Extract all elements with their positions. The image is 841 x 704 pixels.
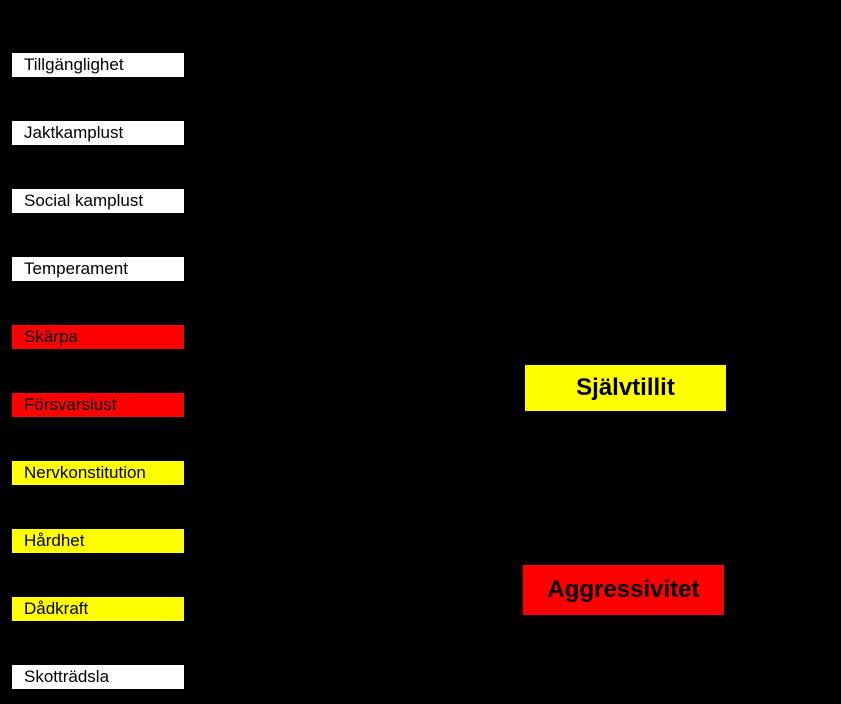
summary-label: Självtillit	[576, 374, 675, 401]
trait-box-forsvarslust: Försvarslust	[12, 393, 184, 417]
trait-box-dadkraft: Dådkraft	[12, 597, 184, 621]
trait-label: Skotträdsla	[24, 667, 110, 686]
trait-box-social-kamplust: Social kamplust	[12, 189, 184, 213]
trait-label: Jaktkamplust	[24, 123, 124, 142]
summary-box-sjalvtillit: Självtillit	[525, 365, 726, 411]
trait-box-jaktkamplust: Jaktkamplust	[12, 121, 184, 145]
trait-label: Nervkonstitution	[24, 463, 146, 482]
trait-label: Social kamplust	[24, 191, 144, 210]
trait-box-tillganglighet: Tillgänglighet	[12, 53, 184, 77]
trait-label: Temperament	[24, 259, 128, 278]
trait-box-temperament: Temperament	[12, 257, 184, 281]
trait-label: Dådkraft	[24, 599, 89, 618]
trait-box-nervkonstitution: Nervkonstitution	[12, 461, 184, 485]
trait-label: Hårdhet	[24, 531, 85, 550]
trait-box-skarpa: Skärpa	[12, 325, 184, 349]
summary-box-aggressivitet: Aggressivitet	[523, 565, 724, 615]
trait-label: Tillgänglighet	[24, 55, 124, 74]
trait-box-skottradsla: Skotträdsla	[12, 665, 184, 689]
summary-label: Aggressivitet	[547, 576, 700, 603]
trait-box-hardhet: Hårdhet	[12, 529, 184, 553]
trait-label: Skärpa	[24, 327, 78, 346]
trait-label: Försvarslust	[24, 395, 117, 414]
